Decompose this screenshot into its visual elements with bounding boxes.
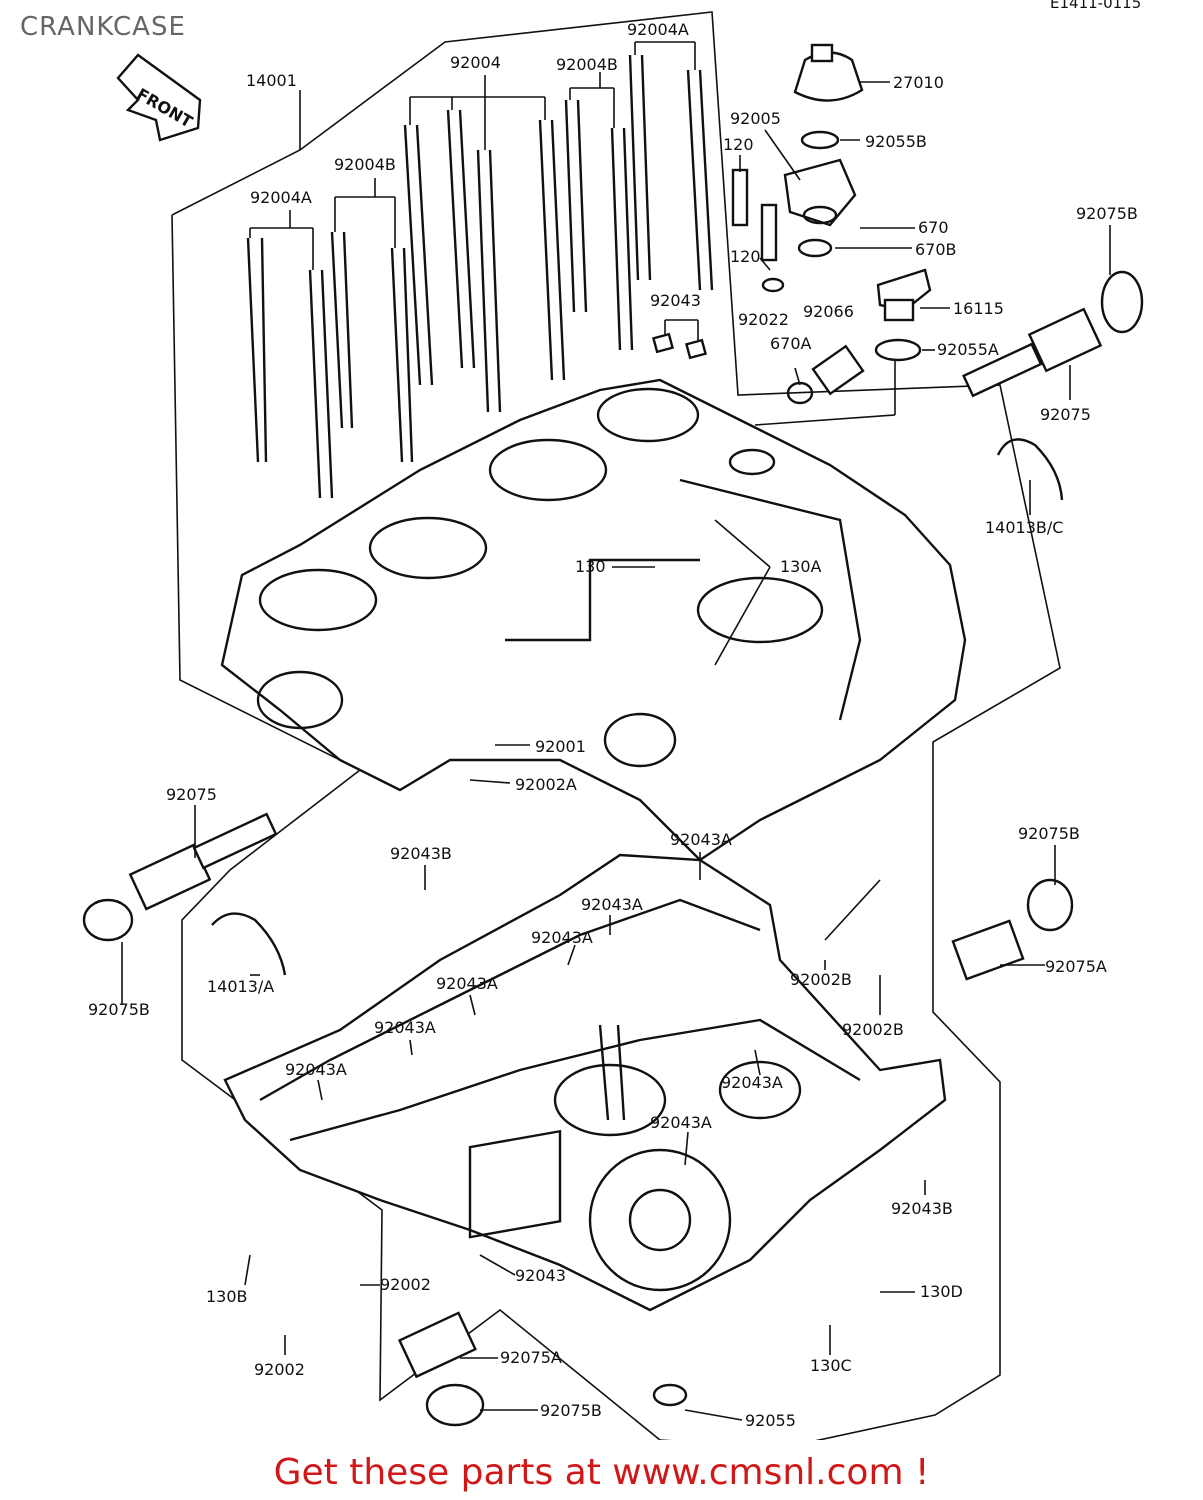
- lower-crankcase: [223, 853, 947, 1312]
- callout-670: 670: [918, 218, 949, 237]
- callout-92043-low: 92043: [515, 1266, 566, 1285]
- callout-92043A-1: 92043A: [670, 830, 732, 849]
- callout-92002A: 92002A: [515, 775, 577, 794]
- callout-92075B-right-mid: 92075B: [1018, 824, 1080, 843]
- cylinder-studs: [246, 54, 714, 499]
- callout-92004B-top: 92004B: [556, 55, 618, 74]
- callout-92043A-8: 92043A: [650, 1113, 712, 1132]
- dowel-pins-top: [651, 332, 708, 360]
- damper-bottom: [397, 1311, 485, 1427]
- oil-filler-cap: [874, 268, 932, 362]
- callout-92043-top: 92043: [650, 291, 701, 310]
- drain-plug: [786, 344, 865, 405]
- callout-92043A-4: 92043A: [436, 974, 498, 993]
- callout-92043B-right: 92043B: [891, 1199, 953, 1218]
- callout-92004: 92004: [450, 53, 501, 72]
- part-callouts: 14001 92004 92004B 92004A 92004B 92004A …: [88, 20, 1138, 1430]
- footer-link[interactable]: Get these parts at www.cmsnl.com !: [273, 1452, 930, 1493]
- callout-14013BC: 14013B/C: [985, 518, 1063, 537]
- callout-120-low: 120: [730, 247, 761, 266]
- upper-crankcase: [220, 378, 967, 862]
- callout-92002B-2: 92002B: [842, 1020, 904, 1039]
- callout-92004A-top: 92004A: [627, 20, 689, 39]
- callout-92022: 92022: [738, 310, 789, 329]
- damper-right-top: [962, 270, 1144, 398]
- oil-pressure-switch: [731, 43, 864, 293]
- callout-670A: 670A: [770, 334, 812, 353]
- callout-92055B: 92055B: [865, 132, 927, 151]
- callout-92055: 92055: [745, 1411, 796, 1430]
- callout-92001: 92001: [535, 737, 586, 756]
- callout-92075B-low: 92075B: [540, 1401, 602, 1420]
- reference-code: E1411-0115: [1050, 0, 1142, 12]
- callout-92075-left: 92075: [166, 785, 217, 804]
- callout-92002-2: 92002: [254, 1360, 305, 1379]
- callout-92075A-right: 92075A: [1045, 957, 1107, 976]
- callout-27010: 27010: [893, 73, 944, 92]
- callout-92043A-2: 92043A: [581, 895, 643, 914]
- callout-130B: 130B: [206, 1287, 248, 1306]
- leader-lines: [121, 41, 1111, 1421]
- callout-130A: 130A: [780, 557, 822, 576]
- callout-92075B-right-top: 92075B: [1076, 204, 1138, 223]
- callout-92075-right: 92075: [1040, 405, 1091, 424]
- callout-92043A-5: 92043A: [374, 1018, 436, 1037]
- callout-92075A-low: 92075A: [500, 1348, 562, 1367]
- damper-left: [82, 812, 278, 942]
- callout-130D: 130D: [920, 1282, 963, 1301]
- page-title: CRANKCASE: [20, 12, 186, 42]
- callout-130: 130: [575, 557, 606, 576]
- callout-130C: 130C: [810, 1356, 852, 1375]
- callout-120-top: 120: [723, 135, 754, 154]
- callout-14013A: 14013/A: [207, 977, 274, 996]
- callout-92005: 92005: [730, 109, 781, 128]
- callout-14001: 14001: [246, 71, 297, 90]
- callout-92075B-left: 92075B: [88, 1000, 150, 1019]
- callout-92043B-left: 92043B: [390, 844, 452, 863]
- callout-92066: 92066: [803, 302, 854, 321]
- callout-16115: 16115: [953, 299, 1004, 318]
- crankcase-exploded-diagram: FRONT: [82, 11, 1144, 1440]
- callout-92002B-1: 92002B: [790, 970, 852, 989]
- seal-rings: [211, 438, 1064, 1407]
- callout-92043A-7: 92043A: [721, 1073, 783, 1092]
- callout-92055A: 92055A: [937, 340, 999, 359]
- callout-92002-1: 92002: [380, 1275, 431, 1294]
- front-arrow-icon: FRONT: [116, 53, 202, 142]
- callout-92004B-left: 92004B: [334, 155, 396, 174]
- callout-92004A-left: 92004A: [250, 188, 312, 207]
- upper-group-outline: [171, 11, 1061, 1440]
- callout-92043A-6: 92043A: [285, 1060, 347, 1079]
- callout-92043A-3: 92043A: [531, 928, 593, 947]
- callout-670B: 670B: [915, 240, 957, 259]
